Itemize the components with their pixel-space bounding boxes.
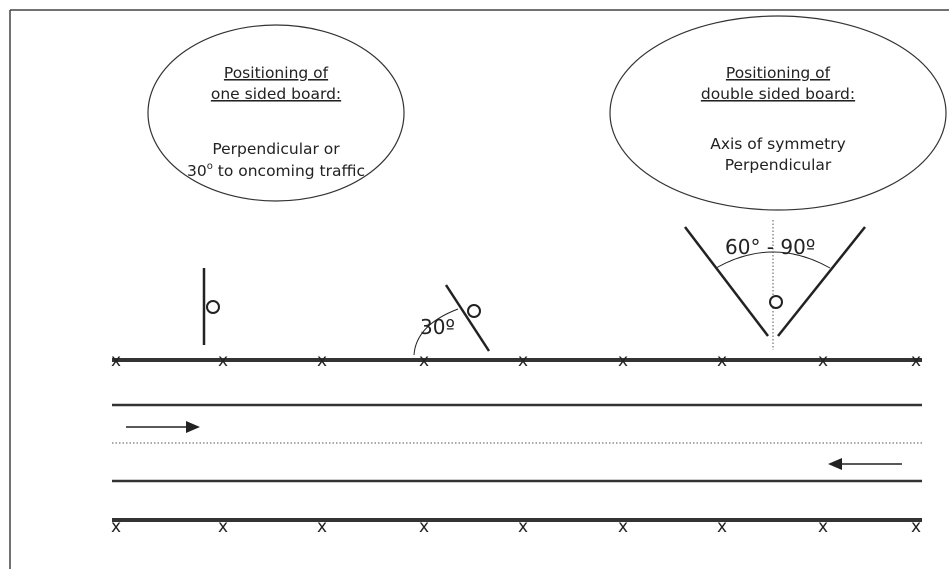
bubble-ellipse: [609, 15, 947, 211]
x-marker: x: [911, 351, 921, 371]
x-marker: x: [717, 351, 727, 371]
one-sided-board-bubble: Positioning of one sided board: Perpendi…: [147, 24, 405, 202]
x-marker: x: [818, 517, 828, 537]
board-post-circle: [769, 295, 783, 309]
bubble-ellipse: [147, 24, 405, 202]
perpendicular-board: [202, 268, 220, 345]
bubble-heading-line1: Positioning of: [224, 64, 329, 82]
degree-superscript: o: [207, 161, 213, 172]
road: [112, 358, 922, 522]
x-marker: x: [317, 351, 327, 371]
x-marker: x: [911, 517, 921, 537]
x-marker: x: [818, 351, 828, 371]
traffic-arrow-right: [126, 421, 200, 433]
double-sided-board: 60° - 90º: [684, 220, 866, 350]
angle-arc: [715, 251, 831, 269]
angle-label-60-90: 60° - 90º: [725, 235, 815, 259]
x-marker: x: [218, 517, 228, 537]
board-post-circle: [467, 304, 481, 318]
x-marker: x: [618, 351, 628, 371]
x-marker: x: [419, 517, 429, 537]
x-marker: x: [518, 351, 528, 371]
angled-board-30: 30º: [413, 284, 491, 356]
bubble-body-line2-prefix: 30: [187, 162, 207, 180]
traffic-arrow-left: [828, 458, 902, 470]
arrow-head: [186, 421, 200, 433]
x-marker: x: [111, 517, 121, 537]
bubble-body-line1: Axis of symmetry: [710, 135, 846, 153]
x-marker: x: [111, 351, 121, 371]
bubble-body-line2-suffix: to oncoming traffic: [213, 162, 365, 180]
board-line-left: [684, 226, 769, 337]
board-line-right: [777, 226, 866, 337]
bubble-heading-line2: one sided board:: [211, 85, 341, 103]
bubble-body-line2: 30o to oncoming traffic: [187, 161, 365, 180]
x-marker: x: [717, 517, 727, 537]
board-line: [444, 284, 491, 352]
x-marker: x: [518, 517, 528, 537]
bubble-body-line2: Perpendicular: [725, 156, 832, 174]
x-marker: x: [218, 351, 228, 371]
angle-label-30: 30º: [420, 315, 455, 339]
bubble-body-line1: Perpendicular or: [212, 140, 340, 158]
x-marker: x: [317, 517, 327, 537]
bubble-heading-line1: Positioning of: [726, 64, 831, 82]
bubble-heading-line2: double sided board:: [701, 85, 855, 103]
arrow-head: [828, 458, 842, 470]
board-post-circle: [206, 300, 220, 314]
x-marker: x: [419, 351, 429, 371]
angle-arc: [413, 308, 459, 356]
x-marker: x: [618, 517, 628, 537]
double-sided-board-bubble: Positioning of double sided board: Axis …: [609, 15, 947, 211]
